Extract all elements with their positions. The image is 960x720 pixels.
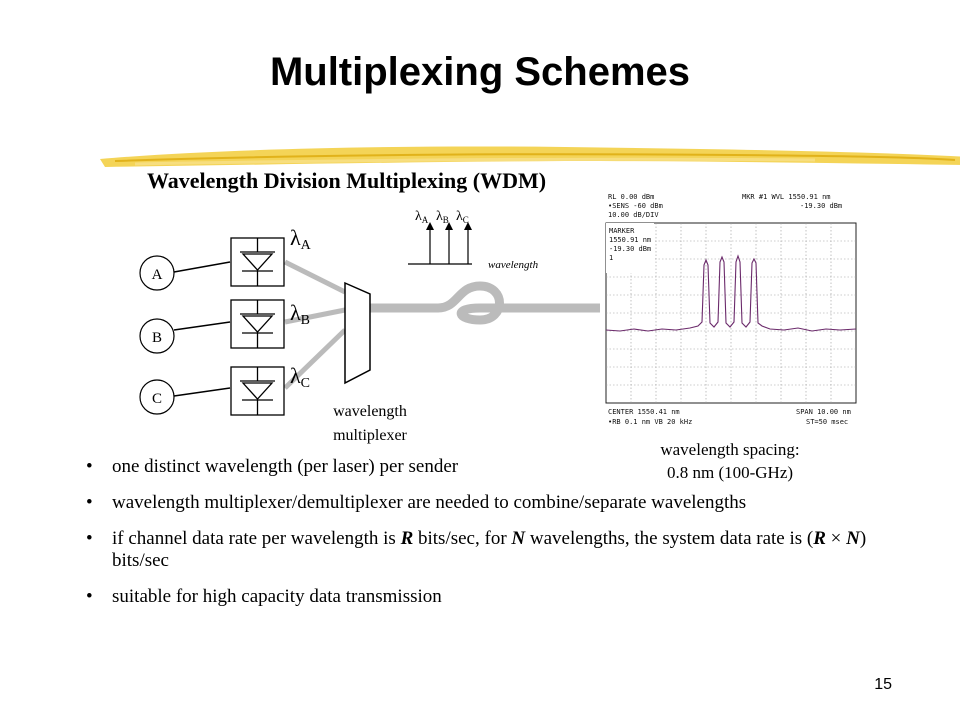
osa-marker-4: 1 (609, 254, 613, 262)
svg-text:B: B (152, 330, 162, 346)
svg-text:C: C (152, 391, 162, 407)
spectrum-analyzer-screenshot: RL 0.00 dBm •SENS -60 dBm 10.00 dB/DIV M… (600, 190, 860, 435)
decorative-brush-stroke (100, 146, 960, 167)
lambda-a-label: λA (290, 225, 312, 253)
osa-marker-3: -19.30 dBm (609, 245, 651, 253)
spectrum-trace (605, 254, 857, 332)
osa-marker-2: 1550.91 nm (609, 236, 651, 244)
bullet-1: one distinct wavelength (per laser) per … (86, 456, 916, 478)
osa-header-right-2: -19.30 dBm (800, 202, 842, 210)
bullet-3: if channel data rate per wavelength is R… (86, 528, 916, 572)
lambda-b-label: λB (290, 300, 310, 328)
osa-footer-right-1: SPAN 10.00 nm (796, 408, 851, 416)
svg-text:λC: λC (456, 209, 469, 225)
slide-title: Multiplexing Schemes (269, 50, 691, 94)
wavelength-axis-sketch: λA λB λC wavelength (408, 209, 539, 271)
sender-b: B (139, 318, 175, 354)
osa-marker-1: MARKER (609, 227, 635, 235)
lambda-c-label: λC (290, 363, 310, 391)
mux-label-line2: multiplexer (333, 427, 407, 444)
laser-diode-b (230, 299, 285, 349)
page-number: 15 (874, 676, 892, 693)
section-subtitle: Wavelength Division Multiplexing (WDM) (147, 168, 547, 193)
osa-header-left-3: 10.00 dB/DIV (608, 211, 659, 219)
osa-footer-right-2: ST=50 msec (806, 418, 848, 426)
svg-text:A: A (152, 267, 163, 283)
multiplexer (344, 281, 371, 385)
svg-text:λB: λB (436, 209, 449, 225)
laser-diode-a (230, 237, 285, 287)
laser-diode-c (230, 366, 285, 416)
sender-a: A (139, 255, 175, 291)
osa-footer-left-2: •RB 0.1 nm VB 20 kHz (608, 418, 692, 426)
bullet-4: suitable for high capacity data transmis… (86, 586, 916, 608)
wdm-diagram: λA λB λC wavelength A B C (139, 209, 600, 444)
osa-header-left-2: •SENS -60 dBm (608, 202, 663, 210)
osa-footer-left-1: CENTER 1550.41 nm (608, 408, 680, 416)
wavelength-axis-label: wavelength (488, 259, 539, 271)
mux-label-line1: wavelength (333, 403, 407, 420)
bullet-2: wavelength multiplexer/demultiplexer are… (86, 492, 916, 514)
bullet-list: one distinct wavelength (per laser) per … (86, 456, 916, 622)
osa-header-right-1: MKR #1 WVL 1550.91 nm (742, 193, 831, 201)
optical-fiber (365, 281, 600, 325)
sender-c: C (139, 379, 175, 415)
osa-header-left-1: RL 0.00 dBm (608, 193, 654, 201)
spectrum-caption-line1: wavelength spacing: (660, 440, 800, 459)
svg-text:λA: λA (415, 209, 429, 225)
